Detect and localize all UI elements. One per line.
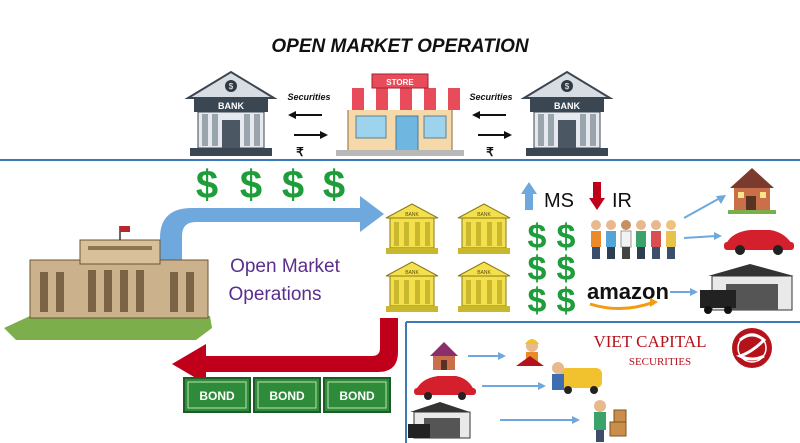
amazon-smile-arrow-icon bbox=[650, 298, 658, 307]
right-arrow-to-bank bbox=[478, 131, 512, 139]
brand-logo-icon bbox=[732, 328, 772, 368]
inset-delivery-icon bbox=[594, 400, 627, 442]
inset-car-icon bbox=[414, 376, 476, 400]
arrow-to-warehouse bbox=[670, 288, 698, 296]
commercial-bank-icon-3 bbox=[385, 261, 439, 312]
bond-note-1 bbox=[183, 377, 251, 413]
right-securities-label: Securities bbox=[469, 92, 512, 102]
commercial-bank-label-3: BANK bbox=[405, 270, 419, 276]
ir-down-arrow-icon bbox=[589, 182, 605, 210]
diagram-title: OPEN MARKET OPERATION bbox=[271, 36, 529, 57]
amazon-logo-text: amazon bbox=[587, 279, 669, 304]
top-right-bank-label: BANK bbox=[554, 101, 580, 111]
dollar-stack-2: $ bbox=[557, 218, 576, 256]
house-icon bbox=[728, 168, 776, 214]
inset-warehouse-icon bbox=[408, 402, 471, 439]
dollar-stack-5: $ bbox=[528, 282, 547, 320]
inset-arrow-1 bbox=[468, 352, 506, 360]
bond-note-2 bbox=[253, 377, 321, 413]
dollar-sign-2: $ bbox=[240, 163, 262, 207]
commercial-bank-icon-2 bbox=[457, 203, 511, 254]
commercial-bank-label-4: BANK bbox=[477, 270, 491, 276]
top-right-bank-icon: $ bbox=[520, 70, 614, 156]
ir-label: IR bbox=[612, 190, 632, 212]
ms-up-arrow-icon bbox=[521, 182, 537, 210]
car-icon bbox=[724, 230, 794, 255]
top-left-bank-icon: $ bbox=[184, 70, 278, 156]
left-arrow-to-bank bbox=[288, 111, 322, 119]
inset-arrow-2 bbox=[482, 382, 546, 390]
commercial-bank-icon-1 bbox=[385, 203, 439, 254]
bond-label-1: BOND bbox=[199, 389, 235, 403]
left-arrow-to-store bbox=[294, 131, 328, 139]
dollar-stack-6: $ bbox=[557, 282, 576, 320]
left-securities-label: Securities bbox=[287, 92, 330, 102]
store-label: STORE bbox=[386, 78, 414, 87]
ms-label: MS bbox=[544, 190, 574, 212]
warehouse-truck-icon bbox=[700, 264, 794, 314]
dollar-sign-4: $ bbox=[323, 163, 345, 207]
dollar-stack-3: $ bbox=[528, 250, 547, 288]
bond-label-3: BOND bbox=[339, 389, 375, 403]
dollar-stack-1: $ bbox=[528, 218, 547, 256]
dollar-stack-4: $ bbox=[557, 250, 576, 288]
right-currency-symbol: ₹ bbox=[486, 145, 494, 159]
left-currency-symbol: ₹ bbox=[296, 145, 304, 159]
people-group-icon bbox=[591, 220, 676, 259]
inset-arrow-3 bbox=[500, 416, 580, 424]
bond-label-2: BOND bbox=[269, 389, 305, 403]
commercial-bank-label-1: BANK bbox=[405, 212, 419, 218]
store-icon bbox=[336, 73, 464, 156]
commercial-bank-label-2: BANK bbox=[477, 212, 491, 218]
central-bank-icon bbox=[4, 226, 212, 340]
dollar-sign-3: $ bbox=[282, 163, 304, 207]
arrow-to-house bbox=[683, 195, 726, 219]
red-flow-arrow bbox=[172, 318, 398, 384]
commercial-bank-icon-4 bbox=[457, 261, 511, 312]
svg-text:$: $ bbox=[565, 82, 570, 91]
brand-sub-text: SECURITIES bbox=[629, 356, 691, 368]
inset-builder-icon bbox=[516, 339, 544, 366]
brand-name-text: VIET CAPITAL bbox=[593, 332, 706, 351]
dollar-sign-1: $ bbox=[196, 163, 218, 207]
top-left-bank-label: BANK bbox=[218, 101, 244, 111]
amazon-smile-icon bbox=[589, 300, 655, 311]
inset-mechanic-icon bbox=[552, 362, 602, 394]
right-arrow-to-store bbox=[472, 111, 506, 119]
arrow-to-car bbox=[683, 232, 722, 240]
bond-note-3 bbox=[323, 377, 391, 413]
omo-label-line1: Open Market bbox=[230, 256, 341, 277]
inset-house-icon bbox=[430, 342, 458, 370]
blue-flow-arrow bbox=[160, 196, 384, 270]
svg-text:$: $ bbox=[229, 82, 234, 91]
omo-label-line2: Operations bbox=[229, 284, 322, 305]
